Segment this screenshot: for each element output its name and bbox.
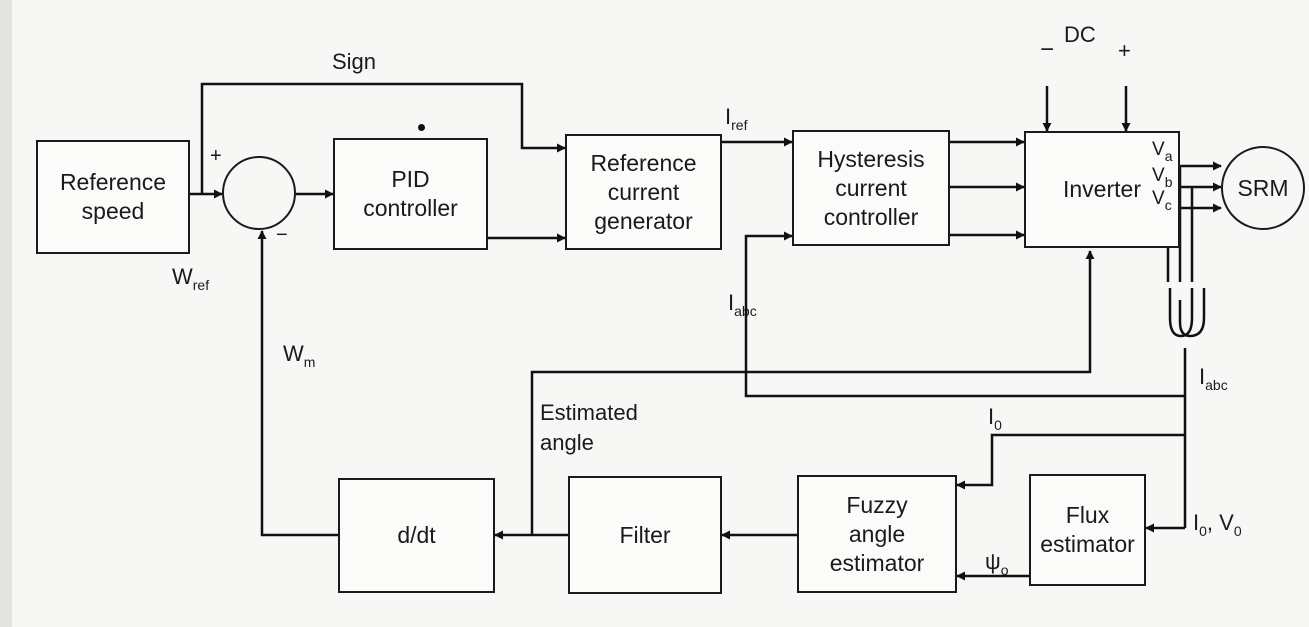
- va-symbol: V: [1152, 139, 1165, 160]
- hysteresis-current-controller-block: Hysteresis current controller: [792, 130, 950, 246]
- dc-plus-sign: +: [1118, 38, 1131, 63]
- reference-current-generator-block: Reference current generator: [565, 134, 722, 250]
- vc-symbol: V: [1152, 188, 1165, 209]
- scan-edge-shadow: [0, 0, 12, 627]
- wire-sign: [200, 82, 566, 194]
- sum-plus-sign: +: [210, 145, 222, 167]
- wref-subscript: ref: [192, 277, 210, 293]
- va-subscript: a: [1164, 148, 1173, 164]
- iabc-label-right: Iabc: [1199, 364, 1228, 393]
- dc-minus-sign: −: [1040, 36, 1055, 63]
- iref-symbol: I: [725, 104, 732, 129]
- wire-iabc: [744, 231, 1185, 398]
- i0-symbol: I: [988, 404, 995, 429]
- srm-label: SRM: [1237, 174, 1289, 201]
- wm-label: Wm: [283, 341, 315, 370]
- i0-subscript: 0: [994, 417, 1002, 433]
- wref-label: Wref: [172, 264, 209, 293]
- psi0-symbol: ψ: [985, 549, 1001, 574]
- estimated-angle-label: Estimated angle: [540, 400, 638, 455]
- current-sensor-loops: [1168, 288, 1206, 338]
- iabc-left-symbol: I: [728, 290, 735, 315]
- iabc-right-symbol: I: [1199, 364, 1206, 389]
- iref-subscript: ref: [731, 117, 748, 133]
- i0v0-i-subscript: 0: [1199, 523, 1207, 539]
- summing-junction: [222, 156, 296, 230]
- va-label: Va: [1152, 139, 1172, 164]
- wref-symbol: W: [172, 264, 193, 289]
- i0v0-i-symbol: I: [1193, 510, 1200, 535]
- filter-block: Filter: [568, 476, 722, 594]
- sign-label: Sign: [332, 49, 377, 74]
- srm-motor: SRM: [1221, 146, 1305, 230]
- pid-controller-block: PID controller: [333, 138, 488, 250]
- reference-speed-block: Reference speed: [36, 140, 190, 254]
- wire-i0: [956, 433, 1185, 490]
- wire-wm: [257, 230, 338, 537]
- i0-v0-label: I0, V0: [1193, 510, 1242, 539]
- wm-subscript: m: [303, 354, 316, 370]
- flux-estimator-block: Flux estimator: [1029, 474, 1146, 586]
- dc-label: DC: [1064, 22, 1096, 47]
- i0v0-v-subscript: 0: [1233, 523, 1242, 539]
- vb-symbol: V: [1152, 165, 1165, 186]
- i0v0-separator: ,: [1206, 510, 1220, 535]
- iabc-label-left: Iabc: [728, 290, 757, 319]
- i0v0-v-symbol: V: [1219, 510, 1234, 535]
- psi0-subscript: o: [1000, 562, 1009, 578]
- i0-label: I0: [988, 404, 1002, 433]
- inverter-block: Inverter: [1024, 131, 1180, 248]
- sum-minus-sign: −: [276, 224, 288, 246]
- vb-subscript: b: [1164, 174, 1173, 190]
- wm-symbol: W: [283, 341, 304, 366]
- iabc-left-subscript: abc: [734, 303, 757, 319]
- fuzzy-angle-estimator-block: Fuzzy angle estimator: [797, 475, 957, 593]
- vb-label: Vb: [1152, 165, 1172, 190]
- iref-label: Iref: [725, 104, 747, 133]
- wire-angle: [530, 250, 1095, 535]
- psi0-label: ψo: [985, 549, 1008, 578]
- vc-label: Vc: [1152, 188, 1172, 213]
- derivative-block: d/dt: [338, 478, 495, 593]
- vc-subscript: c: [1164, 197, 1172, 213]
- marker-dot: [418, 124, 425, 131]
- iabc-right-subscript: abc: [1205, 377, 1228, 393]
